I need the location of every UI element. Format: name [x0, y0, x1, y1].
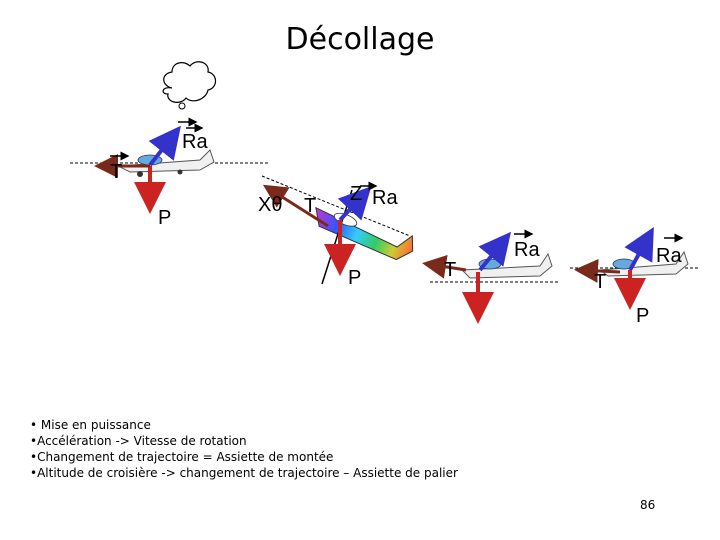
lift-arrow-4 [624, 227, 654, 271]
label-ra-1: Ra [182, 131, 208, 153]
list-item: •Accélération -> Vitesse de rotation [30, 434, 247, 448]
label-t-4: T [594, 271, 606, 293]
label-z: Z [350, 183, 362, 205]
cloud-icon [162, 61, 217, 110]
list-item: • Mise en puissance [30, 418, 151, 432]
label-ra-3: Ra [514, 239, 540, 261]
lift-arrow-1 [148, 125, 181, 167]
list-item: •Altitude de croisière -> changement de … [30, 466, 458, 480]
list-item: •Changement de trajectoire = Assiette de… [30, 450, 334, 464]
label-ra-4: Ra [656, 245, 682, 267]
label-t-2: T [304, 195, 316, 217]
thrust-arrow-2 [262, 184, 329, 228]
phase-list: • Mise en puissance •Accélération -> Vit… [30, 417, 458, 481]
thrust-arrow-3 [422, 254, 467, 279]
aircraft-rotation [315, 206, 414, 261]
label-ra-2: Ra [372, 187, 398, 209]
lift-arrow-3 [478, 231, 512, 272]
label-p-1: P [158, 207, 171, 229]
page-title: Décollage [285, 22, 435, 57]
lift-arrow-2 [337, 186, 372, 222]
label-t-1: T [110, 161, 122, 183]
label-t-3: T [444, 259, 456, 281]
label-p-4: P [636, 305, 649, 327]
label-x-theta: Xθ [258, 194, 282, 216]
label-p-2: P [348, 267, 361, 289]
thrust-arrow-4 [574, 258, 621, 283]
page-number: 86 [640, 498, 656, 512]
